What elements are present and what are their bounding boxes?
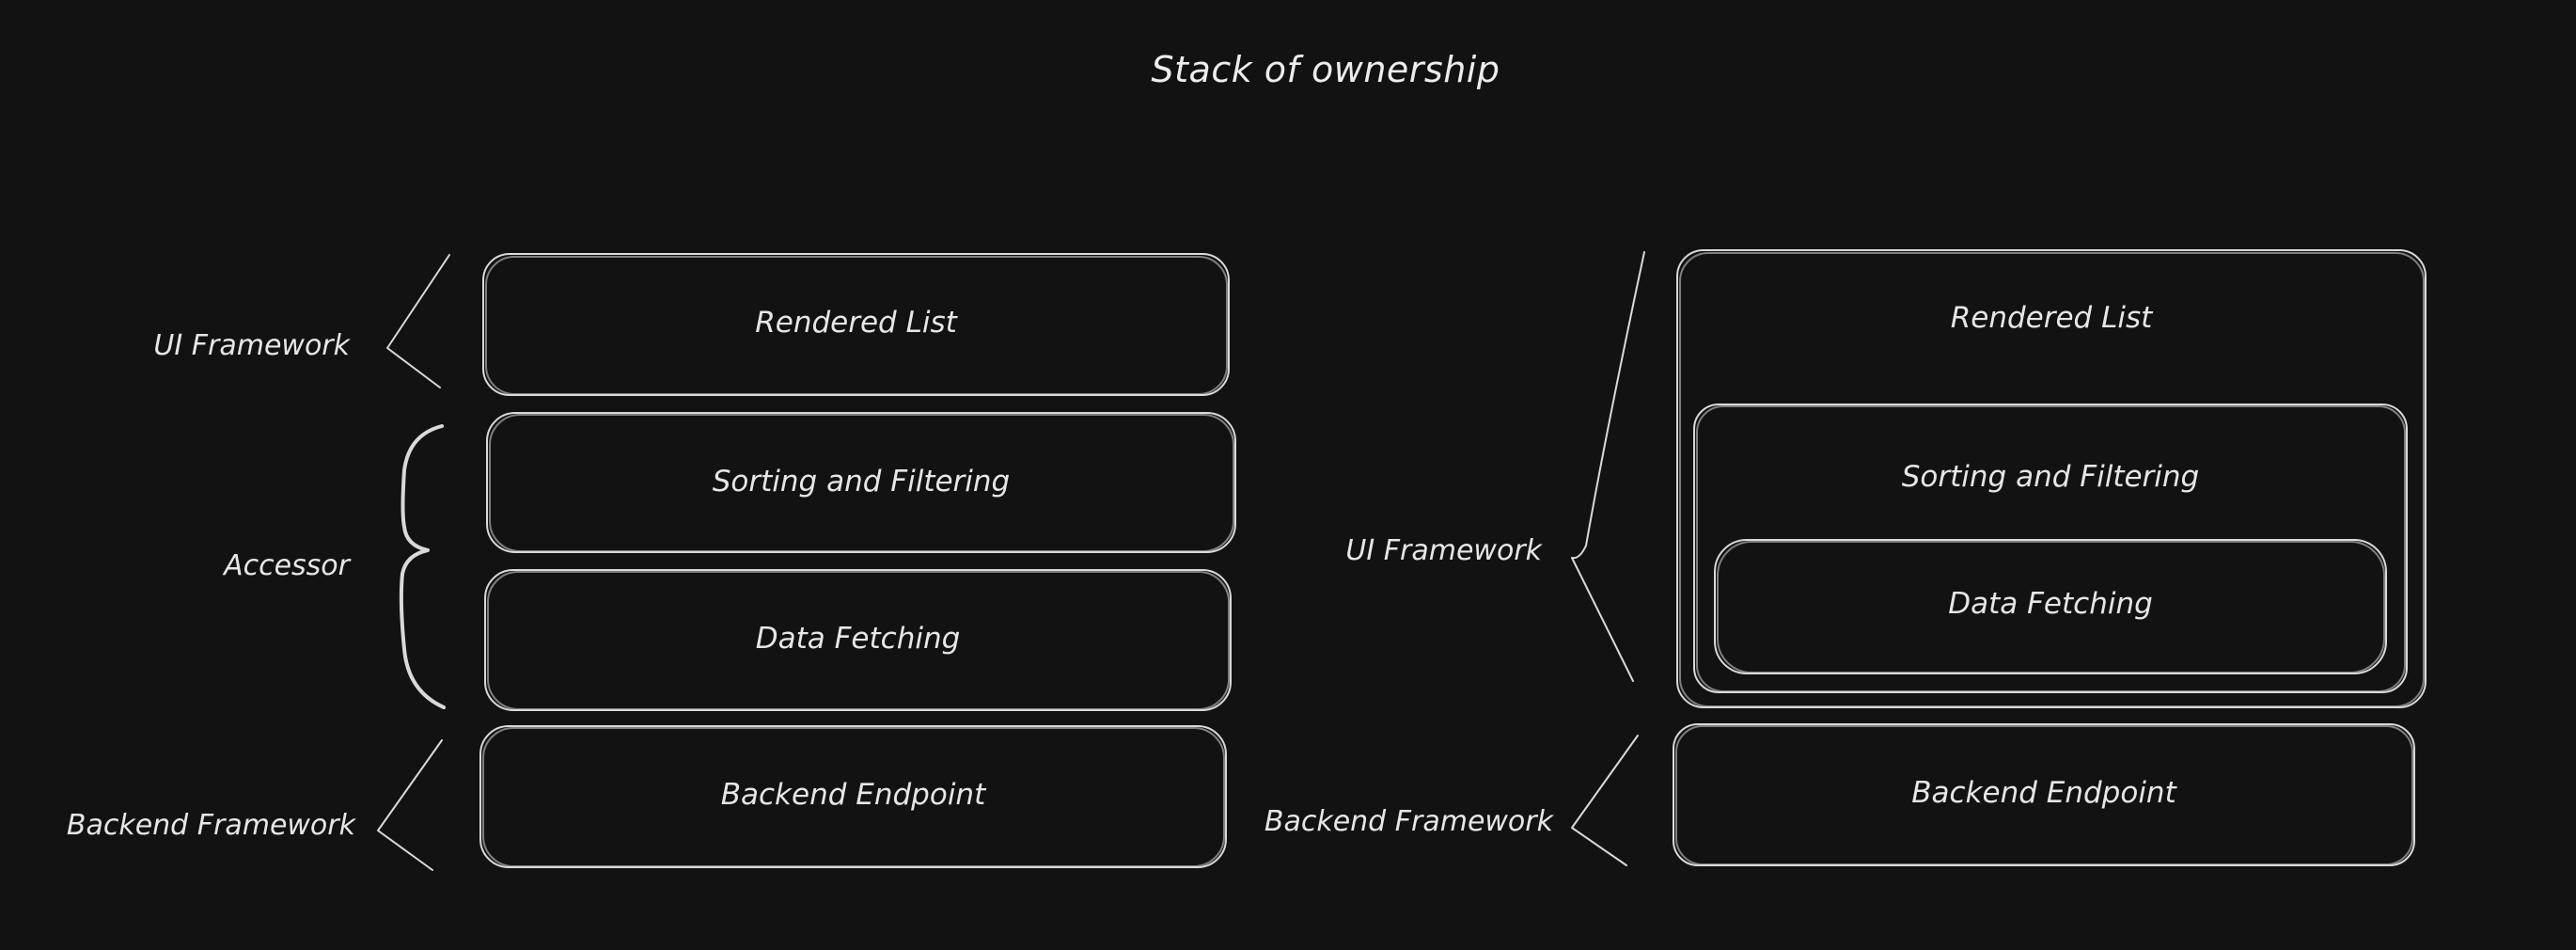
right-box-backend-endpoint: [1673, 723, 2415, 866]
left-group-backend-framework: Backend Framework: [66, 809, 355, 842]
left-box-data-fetching: [484, 569, 1232, 711]
right-box-data-fetching: [1714, 539, 2387, 674]
left-group-accessor: Accessor: [224, 549, 350, 582]
right-group-backend-framework: Backend Framework: [1264, 805, 1553, 838]
left-box-sorting-filtering: [486, 412, 1236, 553]
right-box-ui-outer: [1676, 249, 2427, 708]
diagram-title: Stack of ownership: [1151, 49, 1500, 90]
left-label-rendered-list: Rendered List: [755, 306, 957, 340]
right-box-sorting-filtering: [1693, 404, 2408, 693]
left-label-data-fetching: Data Fetching: [755, 622, 961, 656]
left-box-rendered-list: [482, 253, 1230, 396]
left-ui-framework-bracket: [386, 254, 450, 388]
left-group-ui-framework: UI Framework: [153, 329, 350, 362]
right-label-rendered-list: Rendered List: [1950, 301, 2153, 335]
left-label-backend-endpoint: Backend Endpoint: [720, 778, 986, 812]
left-backend-framework-bracket: [377, 739, 443, 871]
left-box-backend-endpoint: [479, 725, 1227, 868]
right-backend-framework-bracket: [1571, 735, 1639, 866]
left-accessor-brace: [399, 424, 446, 709]
right-group-ui-framework: UI Framework: [1345, 534, 1542, 567]
right-label-backend-endpoint: Backend Endpoint: [1911, 776, 2176, 810]
right-ui-framework-bracket: [1571, 251, 1645, 682]
left-label-sorting-filtering: Sorting and Filtering: [712, 465, 1011, 499]
right-label-data-fetching: Data Fetching: [1948, 587, 2153, 621]
right-label-sorting-filtering: Sorting and Filtering: [1901, 460, 2200, 494]
